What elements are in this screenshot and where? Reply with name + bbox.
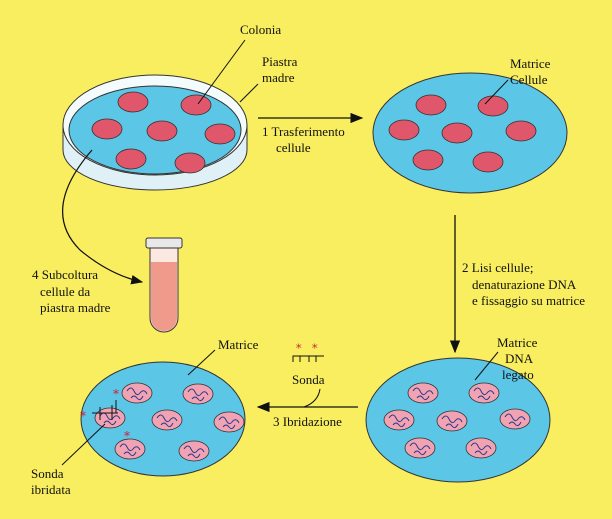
dna-colony <box>213 411 245 433</box>
colony <box>146 120 178 142</box>
colony <box>388 119 420 141</box>
dna-strand <box>126 387 148 401</box>
colony <box>204 123 236 145</box>
dna-colony <box>178 440 210 462</box>
probe-icon: * * <box>292 342 324 362</box>
dna-strand <box>156 414 178 428</box>
dna-strand <box>441 415 463 429</box>
label-sonda: Sonda <box>292 372 325 387</box>
dna-strand <box>218 416 240 430</box>
replica-matrix-cells <box>372 72 568 194</box>
colony <box>174 152 206 174</box>
svg-text:*: * <box>124 429 130 443</box>
arrow-step4 <box>62 149 144 285</box>
colony <box>505 120 537 142</box>
dna-strand <box>470 442 492 456</box>
colony <box>412 149 444 171</box>
colony <box>441 122 473 144</box>
label-matrice-dna: Matrice <box>497 335 538 350</box>
colony <box>180 94 212 116</box>
dna-colony <box>407 382 439 404</box>
leader-line <box>239 83 259 103</box>
dna-colony <box>383 409 415 431</box>
test-tube-icon <box>145 237 183 333</box>
dna-strand <box>119 443 141 457</box>
label-step2-b: denaturazione DNA <box>472 277 577 292</box>
label-matrice-final: Matrice <box>218 337 259 352</box>
leader-line <box>474 351 499 381</box>
dna-colony <box>114 438 146 460</box>
dna-strand <box>388 414 410 428</box>
dna-colony <box>465 437 497 459</box>
mother-plate <box>62 74 248 191</box>
colony <box>472 151 504 173</box>
svg-text:*: * <box>113 387 119 401</box>
dna-strand <box>473 387 495 401</box>
colony <box>415 94 447 116</box>
label-sonda-ibridata: Sonda <box>31 466 64 481</box>
hybridized-probe-icon: * * * <box>80 387 130 443</box>
leader-line <box>197 39 246 105</box>
dna-strand <box>183 445 205 459</box>
label-step4: 4 Subcoltura <box>32 267 98 282</box>
label-ibridata: ibridata <box>31 482 71 497</box>
label-step4-b: cellule da <box>40 284 90 299</box>
dna-colony <box>182 383 214 405</box>
svg-text:*: * <box>312 342 318 355</box>
label-colonia: Colonia <box>240 22 281 37</box>
dna-strand <box>409 442 431 456</box>
label-step1: 1 Trasferimento <box>262 124 345 139</box>
dna-colony <box>121 382 153 404</box>
dna-colony <box>499 408 531 430</box>
dna-strand <box>412 387 434 401</box>
colony <box>115 148 147 170</box>
dna-colony <box>468 382 500 404</box>
label-matrice: Matrice <box>510 56 551 71</box>
svg-text:*: * <box>80 409 86 423</box>
svg-text:*: * <box>296 342 302 355</box>
label-step2-c: e fissaggio su matrice <box>472 293 585 308</box>
hybridized-matrix: * * * <box>80 361 246 477</box>
leader-line <box>187 349 216 376</box>
dna-colony <box>151 409 183 431</box>
dna-strand <box>504 413 526 427</box>
label-step1-b: cellule <box>276 140 311 155</box>
label-madre: madre <box>262 70 295 85</box>
label-cellule: Cellule <box>510 72 548 87</box>
leader-line <box>303 388 321 408</box>
leader-line <box>61 423 106 466</box>
label-step3: 3 Ibridazione <box>273 414 342 429</box>
dna-colony <box>404 437 436 459</box>
colony <box>117 91 149 113</box>
dna-strand <box>187 388 209 402</box>
label-dna: DNA <box>505 351 534 366</box>
label-step4-c: piastra madre <box>40 300 111 315</box>
dna-colony <box>436 410 468 432</box>
colony <box>91 118 123 140</box>
matrix-bound-dna <box>365 357 551 483</box>
label-step2: 2 Lisi cellule; <box>462 260 533 275</box>
label-piastra: Piastra <box>262 54 298 69</box>
label-legato: legato <box>502 367 534 382</box>
leader-line <box>484 79 509 105</box>
colony <box>477 95 509 117</box>
